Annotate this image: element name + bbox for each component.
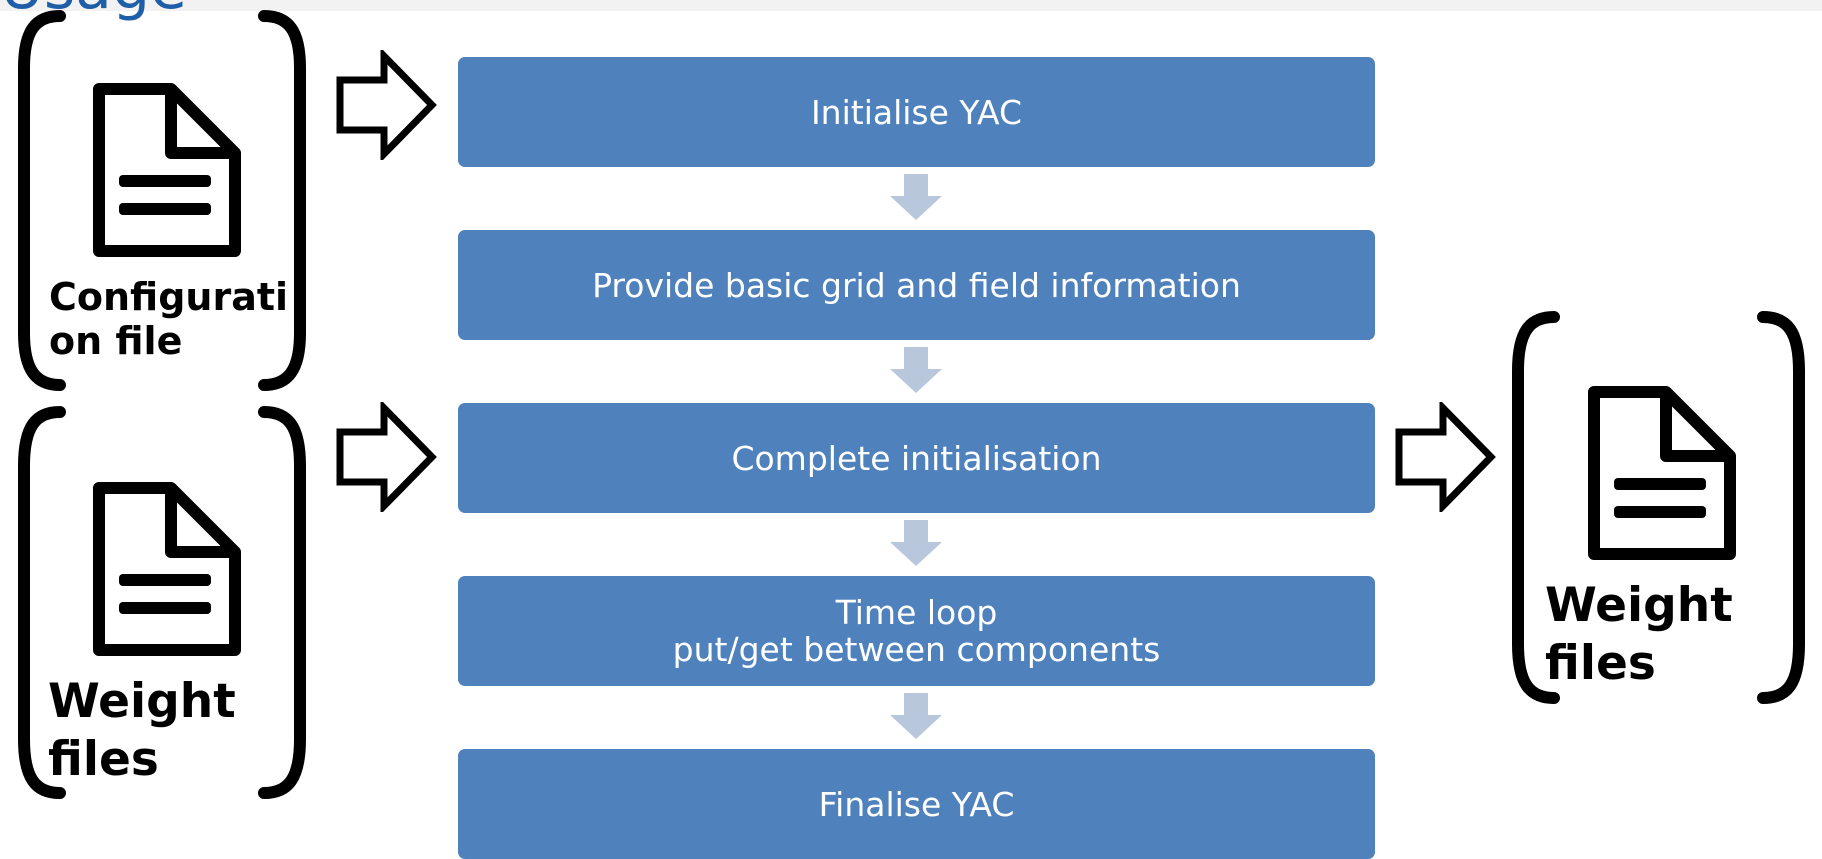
weights-out-label-line-2: files xyxy=(1545,636,1656,691)
output-arrow-weights xyxy=(1395,402,1496,512)
top-strip xyxy=(0,0,1822,11)
step-provide-grid-field-info-text: Provide basic grid and field information xyxy=(592,265,1241,305)
down-arrow-2 xyxy=(890,347,942,393)
config-document-icon xyxy=(93,83,241,257)
step-time-loop-text-line-2: put/get between components xyxy=(672,630,1161,669)
config-file-label-line-1: Configurati xyxy=(49,275,289,319)
weights-in-label: Weight files xyxy=(48,673,236,789)
right-bracket-weights-out xyxy=(1757,311,1805,704)
right-bracket-weights-in xyxy=(258,406,306,799)
left-bracket-config xyxy=(18,10,66,391)
step-time-loop: Time loop put/get between components xyxy=(458,576,1375,686)
weights-in-label-line-2: files xyxy=(48,732,159,787)
step-time-loop-text-line-1: Time loop xyxy=(835,593,998,632)
step-complete-initialisation-text: Complete initialisation xyxy=(731,438,1102,478)
weights-out-label-line-1: Weight xyxy=(1545,578,1733,633)
weights-in-label-line-1: Weight xyxy=(48,674,236,729)
step-initialise-yac-text: Initialise YAC xyxy=(810,92,1023,132)
config-file-label: Configurati on file xyxy=(49,275,288,363)
input-arrow-config xyxy=(336,50,437,160)
config-file-label-line-2: on file xyxy=(49,319,183,363)
step-finalise-yac-text: Finalise YAC xyxy=(818,784,1015,824)
down-arrow-4 xyxy=(890,693,942,739)
left-bracket-weights-out xyxy=(1512,311,1560,704)
step-provide-grid-field-info: Provide basic grid and field information xyxy=(458,230,1375,340)
step-initialise-yac: Initialise YAC xyxy=(458,57,1375,167)
input-arrow-weights xyxy=(336,402,437,512)
step-complete-initialisation: Complete initialisation xyxy=(458,403,1375,513)
left-bracket-weights-in xyxy=(18,406,66,799)
weights-in-document-icon xyxy=(93,482,241,656)
step-finalise-yac: Finalise YAC xyxy=(458,749,1375,859)
down-arrow-3 xyxy=(890,520,942,566)
weights-out-label: Weight files xyxy=(1545,577,1733,693)
right-bracket-config xyxy=(258,10,306,391)
weights-out-document-icon xyxy=(1588,386,1736,560)
down-arrow-1 xyxy=(890,174,942,220)
